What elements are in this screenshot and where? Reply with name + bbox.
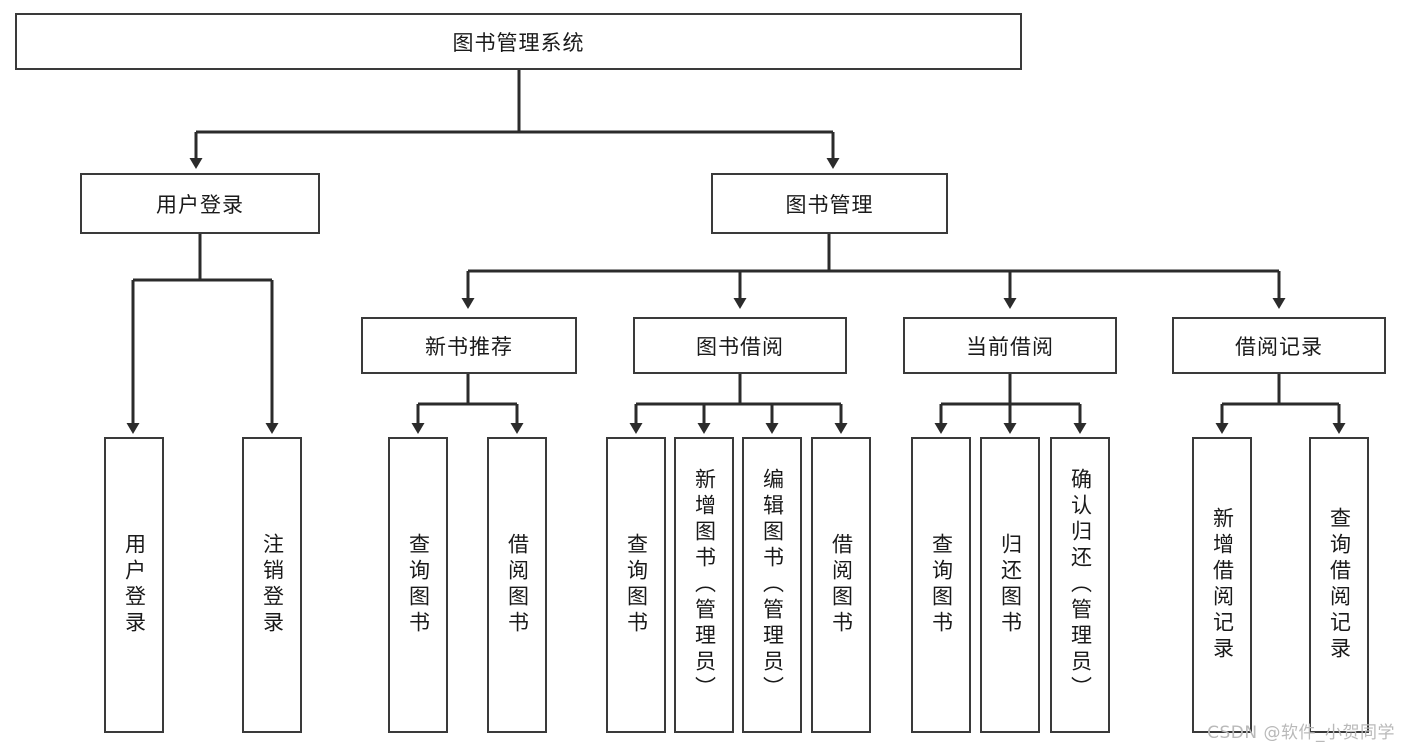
node-leaf-add-book-admin-label: 新增图书（管理员）: [692, 468, 717, 702]
node-borrow-records[interactable]: 借阅记录: [1172, 317, 1386, 374]
node-leaf-recommend-query-book-label: 查询图书: [406, 533, 431, 637]
node-leaf-edit-book-admin-label: 编辑图书（管理员）: [760, 468, 785, 702]
node-leaf-current-query-book-label: 查询图书: [929, 533, 954, 637]
node-user-login[interactable]: 用户登录: [80, 173, 320, 234]
node-leaf-user-login-label: 用户登录: [122, 533, 147, 637]
node-leaf-confirm-return-admin-label: 确认归还（管理员）: [1068, 468, 1093, 702]
node-leaf-borrow-book[interactable]: 借阅图书: [811, 437, 871, 733]
node-leaf-edit-book-admin[interactable]: 编辑图书（管理员）: [742, 437, 802, 733]
node-leaf-borrow-query-book-label: 查询图书: [624, 533, 649, 637]
node-leaf-return-book-label: 归还图书: [998, 533, 1023, 637]
node-leaf-borrow-book-label: 借阅图书: [829, 533, 854, 637]
node-book-borrow-label: 图书借阅: [696, 334, 784, 359]
watermark-text: CSDN @软件_小贺同学: [1207, 723, 1395, 743]
node-borrow-records-label: 借阅记录: [1235, 334, 1323, 359]
node-leaf-logout-label: 注销登录: [260, 533, 285, 637]
node-leaf-current-query-book[interactable]: 查询图书: [911, 437, 971, 733]
node-root[interactable]: 图书管理系统: [15, 13, 1022, 70]
node-leaf-add-borrow-record[interactable]: 新增借阅记录: [1192, 437, 1252, 733]
node-leaf-query-borrow-record[interactable]: 查询借阅记录: [1309, 437, 1369, 733]
node-book-borrow[interactable]: 图书借阅: [633, 317, 847, 374]
node-leaf-borrow-query-book[interactable]: 查询图书: [606, 437, 666, 733]
node-leaf-recommend-borrow-book[interactable]: 借阅图书: [487, 437, 547, 733]
node-book-manage[interactable]: 图书管理: [711, 173, 948, 234]
node-book-manage-label: 图书管理: [785, 192, 874, 217]
node-leaf-recommend-query-book[interactable]: 查询图书: [388, 437, 448, 733]
node-current-borrow[interactable]: 当前借阅: [903, 317, 1117, 374]
node-new-book-recommend[interactable]: 新书推荐: [361, 317, 577, 374]
node-leaf-confirm-return-admin[interactable]: 确认归还（管理员）: [1050, 437, 1110, 733]
node-leaf-query-borrow-record-label: 查询借阅记录: [1327, 507, 1352, 663]
node-leaf-add-borrow-record-label: 新增借阅记录: [1210, 507, 1235, 663]
node-current-borrow-label: 当前借阅: [966, 334, 1054, 359]
node-leaf-logout[interactable]: 注销登录: [242, 437, 302, 733]
node-leaf-user-login[interactable]: 用户登录: [104, 437, 164, 733]
node-user-login-label: 用户登录: [156, 192, 244, 217]
node-leaf-return-book[interactable]: 归还图书: [980, 437, 1040, 733]
node-new-book-recommend-label: 新书推荐: [425, 334, 513, 359]
node-leaf-recommend-borrow-book-label: 借阅图书: [505, 533, 530, 637]
node-root-label: 图书管理系统: [452, 30, 585, 55]
node-leaf-add-book-admin[interactable]: 新增图书（管理员）: [674, 437, 734, 733]
